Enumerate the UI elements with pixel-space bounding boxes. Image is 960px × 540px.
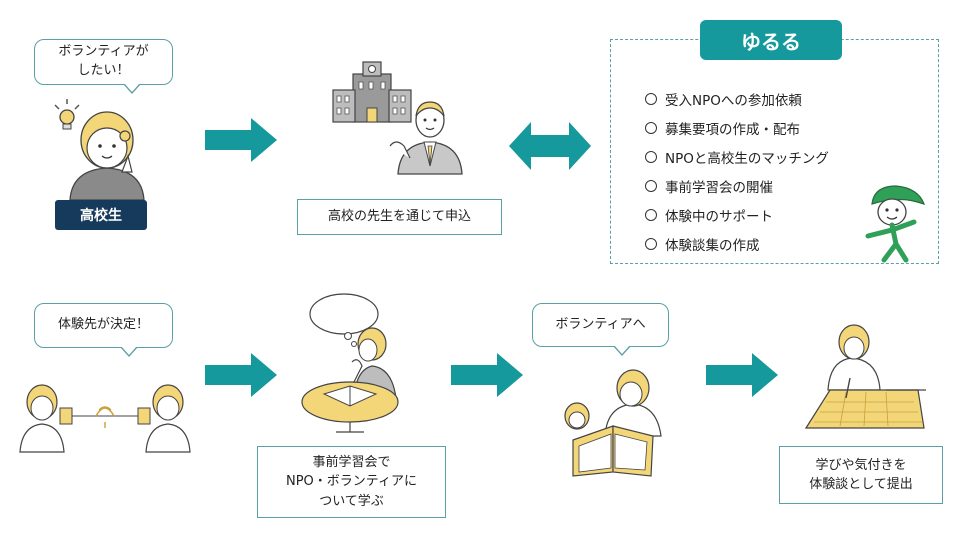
task-item: 事前学習会の開催: [645, 171, 829, 200]
task-item: 募集要項の作成・配布: [645, 113, 829, 142]
task-text: 募集要項の作成・配布: [665, 121, 800, 138]
volunteer-speech-bubble: ボランティアへ: [532, 303, 669, 356]
task-text: NPOと高校生のマッチング: [665, 150, 829, 167]
task-text: 事前学習会の開催: [665, 179, 773, 196]
yururu-task-list: 受入NPOへの参加依頼 募集要項の作成・配布 NPOと高校生のマッチング 事前学…: [645, 84, 829, 258]
student-badge: 高校生: [55, 200, 147, 230]
task-item: 体験中のサポート: [645, 200, 829, 229]
circle-bullet-icon: [645, 208, 657, 221]
circle-bullet-icon: [645, 237, 657, 250]
teacher-caption-box: 高校の先生を通じて申込: [297, 199, 502, 235]
flow-arrow-3: [451, 353, 523, 397]
circle-bullet-icon: [645, 150, 657, 163]
decision-speech-text: 体験先が決定！: [57, 317, 149, 333]
flow-arrow-4: [706, 353, 778, 397]
circle-bullet-icon: [645, 179, 657, 192]
students-cup-phone-illustration: [19, 384, 191, 453]
yururu-mascot-icon: [865, 185, 926, 263]
study-illustration: [301, 293, 399, 433]
task-text: 体験談集の作成: [665, 237, 760, 254]
circle-bullet-icon: [645, 92, 657, 105]
flow-arrow-2: [205, 353, 277, 397]
teacher-illustration: [389, 101, 463, 175]
teacher-caption-text: 高校の先生を通じて申込: [327, 209, 471, 225]
decision-speech-bubble: 体験先が決定！: [34, 303, 173, 357]
task-item: NPOと高校生のマッチング: [645, 142, 829, 171]
report-caption-text: 学びや気付きを 体験談として提出: [809, 457, 913, 493]
yururu-title: ゆるる: [700, 20, 842, 60]
task-text: 体験中のサポート: [665, 208, 773, 225]
double-arrow: [509, 122, 591, 170]
student-illustration: [69, 111, 145, 201]
study-caption-text: 事前学習会で NPO・ボランティアに ついて学ぶ: [285, 454, 418, 509]
flow-arrow-1: [205, 118, 277, 162]
reading-book-illustration: [564, 369, 662, 477]
report-caption-box: 学びや気付きを 体験談として提出: [779, 446, 943, 504]
student-speech-text: ボランティアが したい！: [58, 44, 149, 78]
circle-bullet-icon: [645, 121, 657, 134]
student-speech-bubble: ボランティアが したい！: [34, 39, 173, 94]
school-building-icon: [332, 61, 412, 123]
yururu-title-text: ゆるる: [741, 29, 801, 54]
task-text: 受入NPOへの参加依頼: [665, 92, 802, 109]
writing-report-illustration: [804, 324, 926, 429]
study-caption-box: 事前学習会で NPO・ボランティアに ついて学ぶ: [257, 446, 446, 518]
task-item: 体験談集の作成: [645, 229, 829, 258]
task-item: 受入NPOへの参加依頼: [645, 84, 829, 113]
volunteer-speech-text: ボランティアへ: [555, 316, 646, 332]
lightbulb-icon: [54, 99, 80, 130]
student-badge-label: 高校生: [80, 208, 122, 224]
